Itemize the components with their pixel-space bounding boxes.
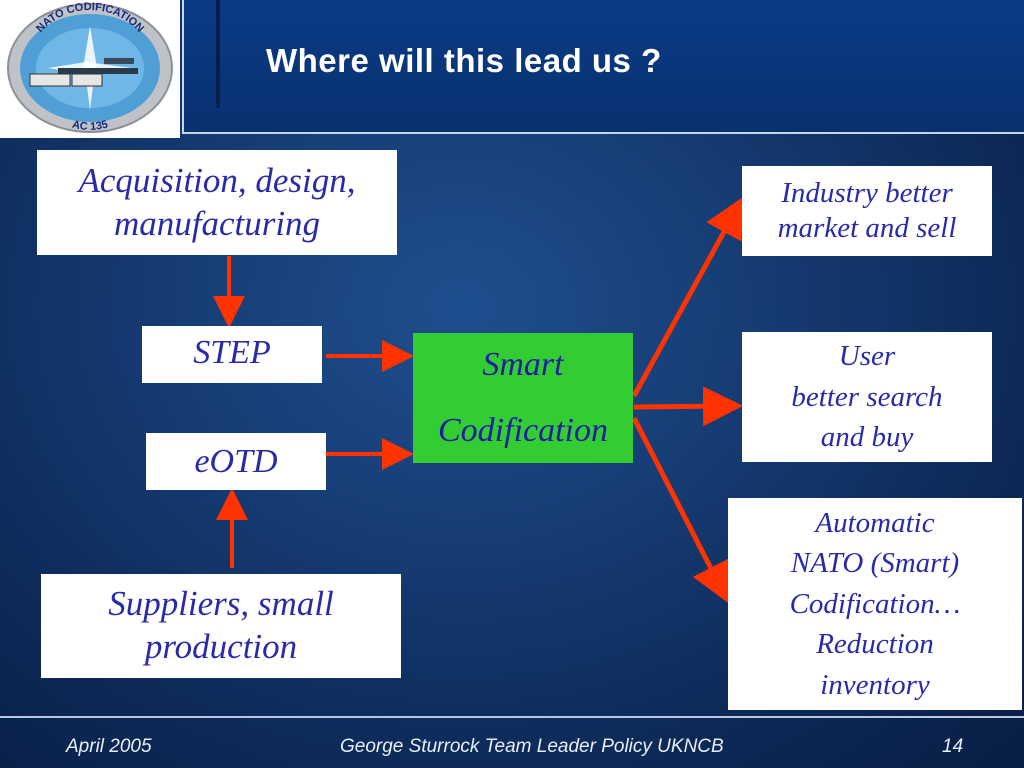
box-automatic-line: Automatic bbox=[815, 506, 935, 539]
box-automatic-line: inventory bbox=[820, 668, 930, 701]
box-user-line: User bbox=[838, 340, 896, 373]
footer-divider bbox=[0, 716, 1024, 718]
box-eotd: eOTD bbox=[146, 433, 326, 490]
box-automatic-line: NATO (Smart) bbox=[790, 547, 960, 580]
box-eotd-label: eOTD bbox=[194, 442, 278, 480]
box-suppliers-line: production bbox=[144, 627, 298, 666]
arrow-smart-to-automatic bbox=[631, 416, 729, 604]
logo-bottom-text: AC 135 bbox=[71, 118, 109, 133]
box-smart-codification: Smart Codification bbox=[413, 333, 633, 463]
box-acquisition: Acquisition, design, manufacturing bbox=[37, 150, 397, 255]
box-suppliers: Suppliers, small production bbox=[41, 574, 401, 678]
box-industry: Industry better market and sell bbox=[742, 166, 992, 256]
arrow-smart-to-industry bbox=[631, 196, 744, 398]
box-automatic: Automatic NATO (Smart) Codification… Red… bbox=[728, 498, 1022, 710]
box-smart-line: Codification bbox=[438, 412, 608, 449]
title-bar bbox=[182, 0, 1024, 134]
box-automatic-line: Codification… bbox=[789, 587, 961, 620]
box-industry-line: market and sell bbox=[777, 212, 957, 244]
box-industry-line: Industry better bbox=[781, 176, 953, 209]
box-automatic-line: Reduction bbox=[816, 628, 934, 661]
footer-date: April 2005 bbox=[66, 736, 152, 757]
title-divider bbox=[216, 0, 220, 108]
nato-codification-logo: NATO CODIFICATION AC 135 bbox=[0, 0, 180, 138]
page-title: Where will this lead us ? bbox=[266, 42, 662, 79]
box-step: STEP bbox=[142, 326, 322, 383]
box-user-line: and buy bbox=[820, 421, 914, 454]
box-acquisition-line: manufacturing bbox=[113, 203, 321, 243]
box-smart-line: Smart bbox=[482, 345, 564, 383]
box-user-line: better search bbox=[791, 380, 943, 413]
arrow-smart-to-user bbox=[633, 386, 743, 427]
footer-page-number: 14 bbox=[942, 736, 964, 757]
box-step-label: STEP bbox=[193, 334, 271, 371]
box-suppliers-line: Suppliers, small bbox=[108, 584, 334, 624]
box-user: User better search and buy bbox=[742, 332, 992, 462]
logo-emblem-icon: NATO CODIFICATION AC 135 bbox=[7, 1, 173, 133]
footer-author: George Sturrock Team Leader Policy UKNCB bbox=[340, 736, 724, 757]
box-acquisition-line: Acquisition, design, bbox=[78, 160, 356, 200]
